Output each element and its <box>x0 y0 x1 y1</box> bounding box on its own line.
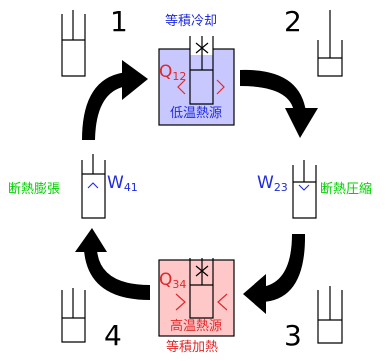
work-label-w41: W41 <box>107 173 138 194</box>
process-label-right: 断熱圧縮 <box>320 182 373 197</box>
cycle-arrows <box>75 60 318 314</box>
expansion-cylinder <box>81 154 106 219</box>
reservoir-label-hot: 高温熱源 <box>170 319 223 334</box>
cylinder-state-4 <box>61 288 86 343</box>
state-number-4: 4 <box>104 319 122 352</box>
arrow-bottom-left <box>75 228 150 300</box>
reservoir-label-cold: 低温熱源 <box>170 106 223 121</box>
cylinder-state-1 <box>61 10 86 77</box>
cold-reservoir <box>158 36 235 126</box>
process-label-left: 断熱膨張 <box>8 182 61 197</box>
heat-label-q12: Q12 <box>159 62 187 83</box>
arrow-top-right <box>240 69 318 138</box>
arrow-bottom-right <box>243 234 306 314</box>
process-label-top: 等積冷却 <box>165 14 218 29</box>
heat-label-q34: Q34 <box>159 270 187 291</box>
state-number-3: 3 <box>284 319 302 352</box>
arrow-top-left <box>82 60 148 140</box>
work-label-w23: W23 <box>257 173 288 194</box>
compression-cylinder <box>292 160 317 219</box>
process-label-bottom: 等積加熱 <box>166 340 219 355</box>
cylinder-state-2 <box>317 10 343 77</box>
hot-reservoir <box>158 258 235 337</box>
cylinder-state-3 <box>317 286 343 344</box>
state-number-1: 1 <box>110 5 128 38</box>
state-number-2: 2 <box>284 5 302 38</box>
